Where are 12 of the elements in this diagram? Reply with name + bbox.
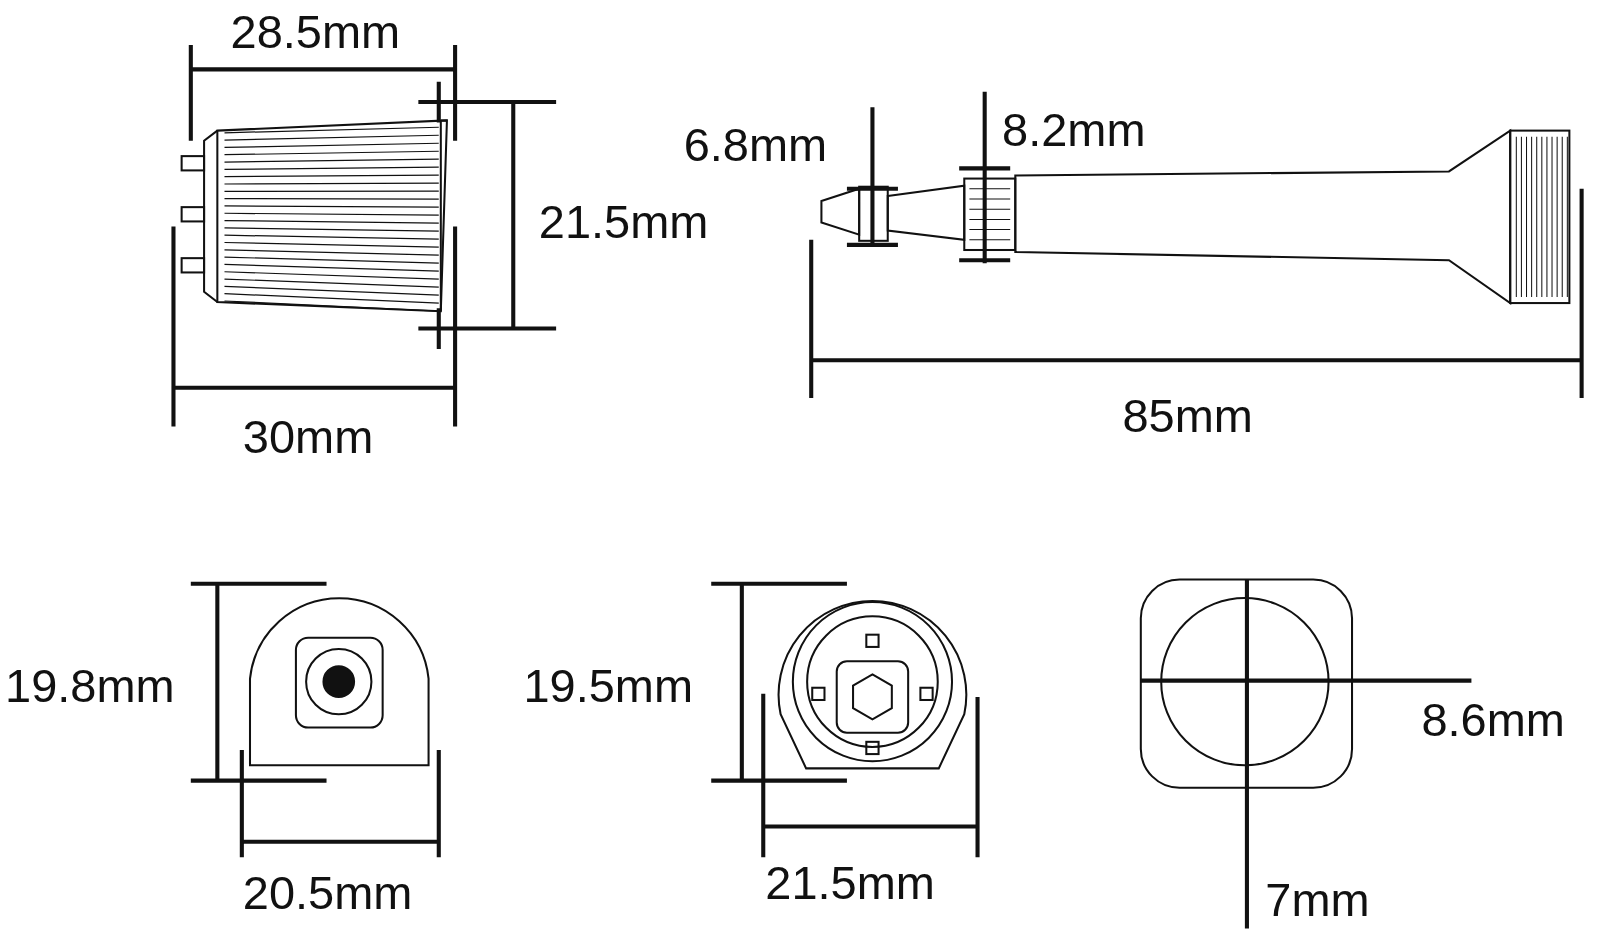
dimension-label: 28.5mm [230, 8, 401, 56]
dimension-label: 19.5mm [523, 662, 694, 710]
dimension-label: 19.8mm [5, 662, 175, 710]
dimension-label: 6.8mm [683, 121, 828, 169]
dimension-label: 20.5mm [242, 869, 413, 917]
dimension-label: 8.6mm [1421, 695, 1565, 743]
dimension-label: 7mm [1265, 876, 1370, 924]
dimension-label: 21.5mm [538, 197, 709, 245]
dimension-label: 30mm [242, 413, 374, 461]
dimension-label: 21.5mm [765, 859, 935, 907]
dimension-label: 8.2mm [1002, 106, 1146, 154]
dimension-label: 85mm [1122, 391, 1253, 439]
